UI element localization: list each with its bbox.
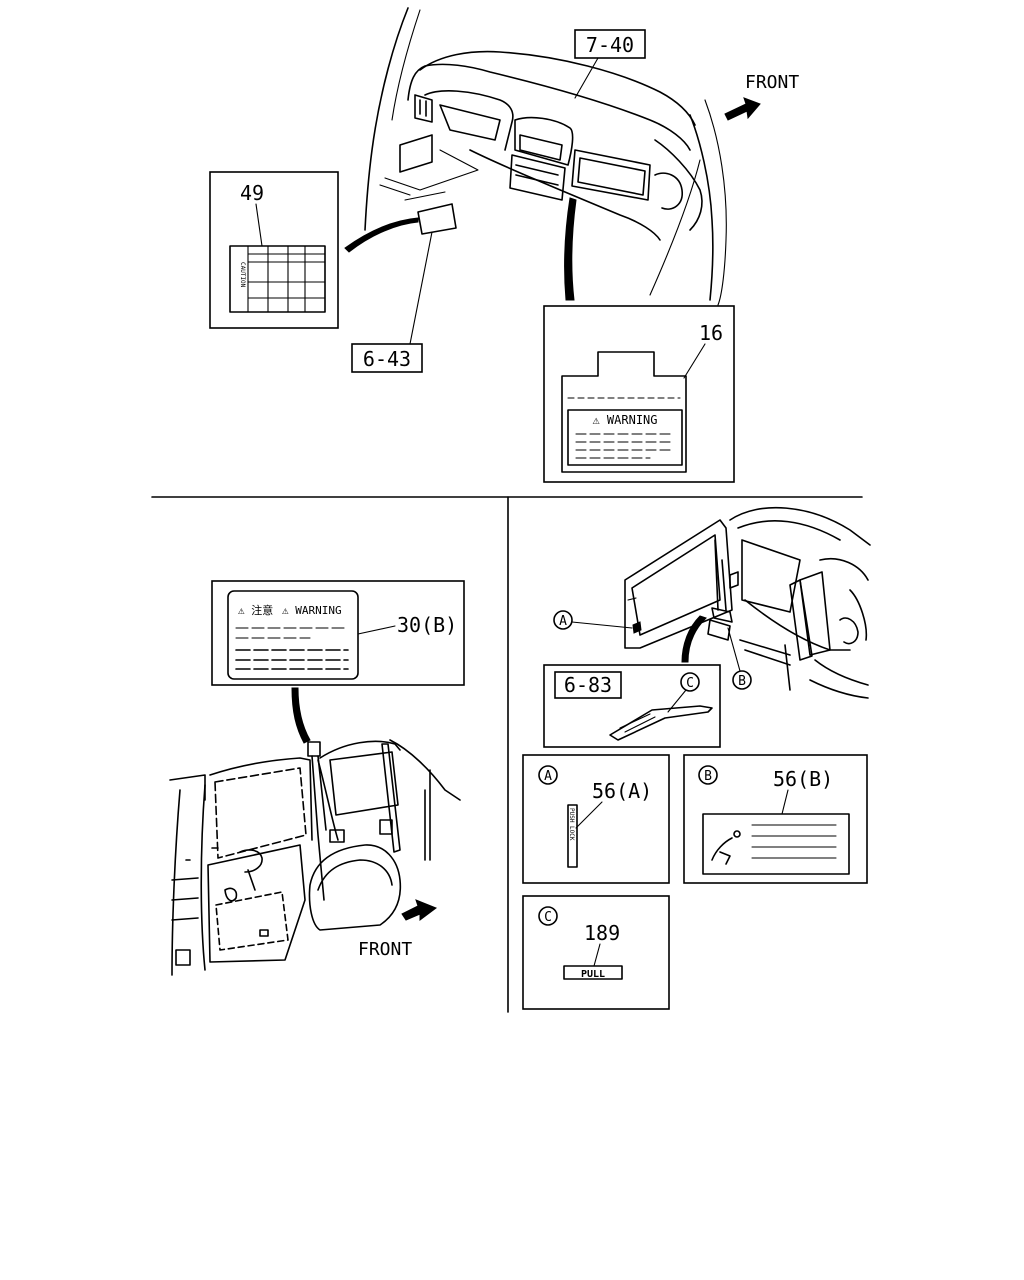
pull-text: PULL	[581, 969, 605, 980]
part-30b: 30(B)	[397, 613, 457, 637]
lock-vertical-text: PUSH LOCK	[568, 808, 575, 841]
caution-vertical-text: CAUTION	[239, 262, 246, 288]
caution-label-box: 49 CAUTION	[209, 171, 339, 329]
belt-interior-illustration	[169, 739, 461, 976]
part-56a: 56(A)	[592, 779, 652, 803]
front-label-top: FRONT	[745, 72, 799, 93]
part-16: 16	[699, 321, 723, 345]
part-49: 49	[240, 181, 264, 205]
marker-c: C	[686, 676, 694, 691]
glovebox-label-box: 16 ⚠ WARNING	[543, 305, 735, 483]
belt-label-text-2: ⚠ WARNING	[282, 604, 342, 617]
dashboard-illustration	[344, 7, 727, 306]
callout-7-40: 7-40	[586, 33, 634, 57]
glovebox-warning-text: ⚠ WARNING	[592, 413, 657, 427]
marker-a-circle	[553, 610, 573, 630]
rear-cargo-illustration	[624, 506, 871, 699]
callout-box-6-43	[351, 343, 423, 373]
label-189-box: C 189 PULL	[522, 895, 670, 1010]
callout-box-6-83	[554, 671, 622, 699]
belt-label-text-1: ⚠ 注意	[238, 603, 273, 617]
front-label-bottom: FRONT	[358, 939, 412, 960]
marker-c-detail: C	[544, 910, 552, 925]
front-arrow-icon	[724, 97, 761, 121]
marker-b: B	[738, 674, 746, 689]
lever-detail-box: 6-83 C	[543, 664, 721, 748]
callout-6-83: 6-83	[564, 673, 612, 697]
part-189: 189	[584, 921, 620, 945]
front-arrow-icon-bottom	[401, 899, 438, 921]
marker-c-circle	[680, 672, 700, 692]
label-56b-box: B 56(B)	[683, 754, 868, 884]
callout-box-7-40	[574, 29, 646, 59]
marker-a-detail: A	[544, 769, 552, 784]
marker-a: A	[559, 614, 567, 629]
callout-6-43: 6-43	[363, 347, 411, 371]
marker-b-circle	[732, 670, 752, 690]
marker-b-detail: B	[704, 769, 712, 784]
part-56b: 56(B)	[773, 767, 833, 791]
belt-label-box: ⚠ 注意 ⚠ WARNING 30(B)	[211, 580, 465, 686]
label-56a-box: A 56(A) PUSH LOCK	[522, 754, 670, 884]
